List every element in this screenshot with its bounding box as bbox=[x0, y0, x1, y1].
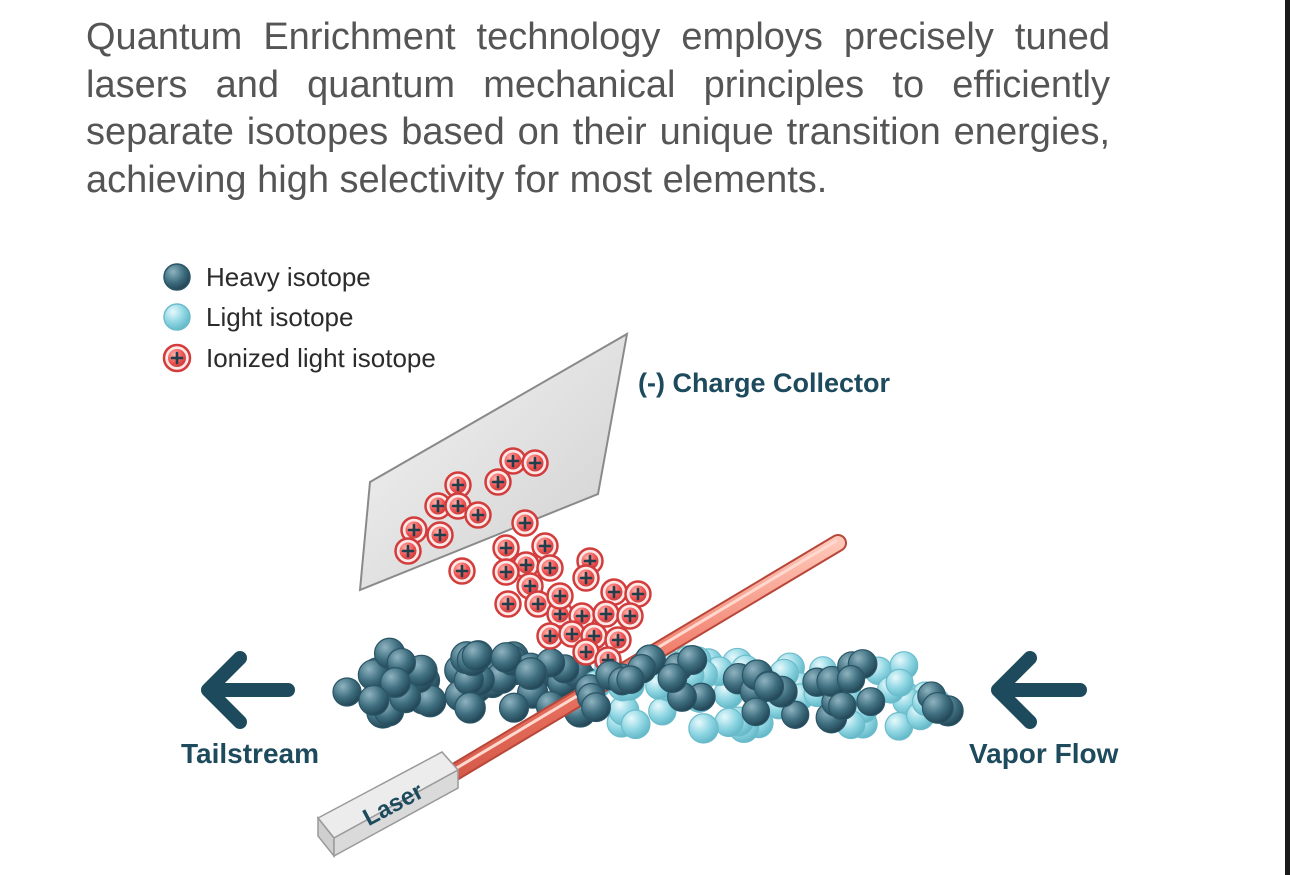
vapor-flow-arrow-icon bbox=[991, 651, 1087, 729]
vapor-stream-front bbox=[574, 644, 964, 734]
ionized-light-isotope bbox=[444, 492, 472, 520]
heavy-isotope-swatch-icon bbox=[163, 263, 191, 291]
ionized-light-isotope bbox=[624, 580, 652, 608]
heavy-isotope bbox=[753, 671, 785, 702]
ionized-light-isotope bbox=[558, 620, 586, 648]
ionized-light-isotope bbox=[572, 564, 600, 592]
legend-heavy: Heavy isotope bbox=[162, 259, 371, 295]
legend-heavy-label: Heavy isotope bbox=[206, 261, 371, 292]
description-paragraph: Quantum Enrichment technology employs pr… bbox=[86, 16, 1110, 201]
light-isotope bbox=[714, 707, 744, 738]
ionized-light-isotope bbox=[604, 626, 632, 654]
ionized-light-isotope bbox=[448, 557, 476, 585]
light-isotope bbox=[688, 713, 719, 744]
legend-ionized: Ionized light isotope bbox=[162, 340, 436, 376]
heavy-isotope bbox=[461, 640, 493, 672]
legend-light: Light isotope bbox=[162, 299, 353, 335]
ionized-light-isotope bbox=[572, 638, 600, 666]
heavy-isotope bbox=[921, 691, 954, 724]
tailstream-label: Tailstream bbox=[181, 738, 319, 769]
heavy-isotope bbox=[581, 692, 611, 723]
page-edge-bar bbox=[1285, 0, 1290, 875]
ionized-light-isotope bbox=[492, 558, 520, 586]
heavy-isotope bbox=[657, 663, 688, 693]
legend-light-label: Light isotope bbox=[206, 301, 354, 332]
ionized-light-isotope bbox=[524, 590, 552, 618]
light-isotope bbox=[885, 668, 914, 697]
ionized-light-isotope bbox=[494, 590, 522, 618]
ionized-light-isotope bbox=[424, 492, 452, 520]
heavy-isotope bbox=[332, 677, 362, 707]
heavy-isotope bbox=[358, 684, 390, 716]
ionized-light-isotope bbox=[616, 602, 644, 630]
ionized-light-isotope bbox=[592, 600, 620, 628]
heavy-isotope bbox=[828, 691, 857, 721]
heavy-isotope bbox=[856, 687, 886, 717]
heavy-isotope bbox=[616, 665, 645, 695]
vapor-flow-label: Vapor Flow bbox=[969, 738, 1119, 769]
ionized-light-isotope bbox=[394, 537, 422, 565]
legend-ionized-label: Ionized light isotope bbox=[206, 342, 436, 373]
light-isotope-swatch-icon bbox=[163, 303, 191, 331]
ionized-light-isotope bbox=[536, 622, 564, 650]
ionized-isotope-swatch-icon bbox=[162, 343, 192, 373]
ionized-light-isotope bbox=[531, 532, 559, 560]
laser-emitter: Laser bbox=[316, 751, 460, 859]
ionized-light-isotope bbox=[426, 521, 454, 549]
ionized-light-isotope bbox=[484, 468, 512, 496]
ionized-light-isotope bbox=[521, 449, 549, 477]
heavy-isotope bbox=[677, 644, 708, 676]
tailstream-arrow-icon bbox=[201, 651, 295, 729]
heavy-isotope bbox=[454, 692, 486, 724]
heavy-isotope bbox=[836, 665, 866, 694]
ionized-light-isotope bbox=[546, 582, 574, 610]
heavy-isotope bbox=[781, 700, 810, 729]
ionized-light-isotope bbox=[511, 509, 539, 537]
charge-collector-label: (-) Charge Collector bbox=[638, 368, 891, 398]
ionized-light-isotope bbox=[492, 534, 520, 562]
heavy-isotope bbox=[741, 697, 771, 727]
heavy-isotope bbox=[514, 657, 548, 691]
heavy-isotope bbox=[379, 667, 411, 699]
heavy-isotope bbox=[490, 642, 522, 673]
ionized-light-isotope bbox=[464, 501, 492, 529]
ionized-light-isotope bbox=[536, 554, 564, 582]
heavy-isotope bbox=[498, 692, 530, 723]
light-isotope bbox=[620, 709, 651, 740]
ionized-isotopes bbox=[394, 447, 652, 674]
